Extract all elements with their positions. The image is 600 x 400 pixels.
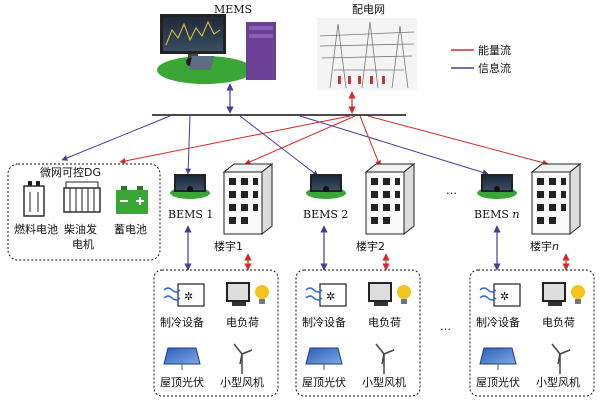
small-wind-icon-1 bbox=[233, 343, 253, 374]
small-wind-label-1: 小型风机 bbox=[220, 375, 264, 389]
subsystem-group-2: ✲ 制冷设备 电负荷 屋顶光伏 小型风机 bbox=[295, 269, 421, 397]
building2-icon bbox=[364, 162, 416, 236]
distribution-grid-icon bbox=[317, 18, 417, 90]
electric-load-icon-n bbox=[542, 282, 585, 306]
rooftop-pv-label-n: 屋顶光伏 bbox=[476, 375, 520, 389]
dg-panel: 微网可控DG 燃料电池 柴油发 电机 bbox=[7, 163, 161, 261]
small-wind-icon-n bbox=[551, 343, 571, 374]
electric-load-label-n: 电负荷 bbox=[542, 315, 575, 329]
refrigeration-label-2: 制冷设备 bbox=[302, 315, 346, 329]
info-link-dg bbox=[61, 115, 171, 161]
electric-load-label-1: 电负荷 bbox=[226, 315, 259, 329]
rooftop-pv-label-1: 屋顶光伏 bbox=[160, 375, 204, 389]
dg-title: 微网可控DG bbox=[40, 165, 101, 179]
rooftop-pv-label-2: 屋顶光伏 bbox=[302, 375, 346, 389]
subsystem-group-n: ✲ 制冷设备 电负荷 屋顶光伏 小型风机 bbox=[469, 269, 595, 397]
info-flow-legend-label: 信息流 bbox=[478, 61, 511, 75]
bems1-icon bbox=[170, 174, 210, 199]
building1-icon bbox=[222, 162, 274, 236]
refrigeration-label-1: 制冷设备 bbox=[160, 315, 204, 329]
small-wind-label-2: 小型风机 bbox=[362, 375, 406, 389]
bems2-icon bbox=[306, 174, 346, 199]
ellipsis-bottom: … bbox=[440, 320, 451, 333]
svg-text:✲: ✲ bbox=[184, 290, 193, 303]
battery-icon bbox=[116, 186, 148, 214]
buildingn-label: 楼宇n bbox=[530, 239, 559, 253]
diesel-generator-label-1: 柴油发 bbox=[64, 222, 97, 236]
svg-text:✲: ✲ bbox=[500, 290, 509, 303]
rooftop-pv-icon-1 bbox=[163, 347, 201, 370]
diesel-generator-icon bbox=[63, 181, 101, 213]
bems2-label: BEMS 2 bbox=[303, 208, 348, 221]
svg-text:✲: ✲ bbox=[326, 290, 335, 303]
mems-workstation-icon bbox=[157, 14, 276, 84]
battery-label: 蓄电池 bbox=[114, 223, 147, 236]
electric-load-label-2: 电负荷 bbox=[368, 315, 401, 329]
info-link-bemsn bbox=[299, 115, 489, 176]
energy-link-dg bbox=[119, 115, 351, 164]
fuel-cell-icon bbox=[23, 181, 45, 217]
bemsn-label: BEMS n bbox=[474, 208, 520, 221]
mems-label: MEMS bbox=[214, 3, 252, 16]
energy-flow-legend-label: 能量流 bbox=[478, 43, 511, 57]
building2-label: 楼宇2 bbox=[356, 239, 385, 253]
refrigeration-icon-1: ✲ bbox=[163, 283, 205, 307]
subsystem-group-1: ✲ 制冷设备 电负荷 屋顶光伏 小型风机 bbox=[153, 269, 279, 397]
refrigeration-icon-n: ✲ bbox=[479, 283, 521, 307]
diesel-generator-label-2: 电机 bbox=[72, 237, 94, 251]
flow-lines bbox=[61, 115, 549, 177]
refrigeration-icon-2: ✲ bbox=[305, 283, 347, 307]
rooftop-pv-icon-2 bbox=[305, 347, 343, 370]
bemsn-icon bbox=[477, 174, 517, 199]
buildingn-icon bbox=[530, 162, 582, 236]
electric-load-icon-2 bbox=[368, 282, 411, 306]
small-wind-label-n: 小型风机 bbox=[536, 375, 580, 389]
refrigeration-label-n: 制冷设备 bbox=[476, 315, 520, 329]
energy-link-building2 bbox=[359, 115, 381, 167]
info-link-bems2 bbox=[239, 115, 319, 177]
energy-link-building1 bbox=[244, 115, 356, 165]
distribution-grid-label: 配电网 bbox=[352, 3, 385, 16]
energy-link-buildingn bbox=[367, 115, 549, 166]
info-link-bems1 bbox=[185, 115, 192, 175]
building1-label: 楼宇1 bbox=[214, 239, 243, 253]
small-wind-icon-2 bbox=[375, 343, 395, 374]
bems1-label: BEMS 1 bbox=[168, 208, 213, 221]
ellipsis-top: … bbox=[446, 184, 457, 197]
electric-load-icon-1 bbox=[226, 282, 269, 306]
rooftop-pv-icon-n bbox=[479, 347, 517, 370]
fuel-cell-label: 燃料电池 bbox=[14, 222, 58, 236]
